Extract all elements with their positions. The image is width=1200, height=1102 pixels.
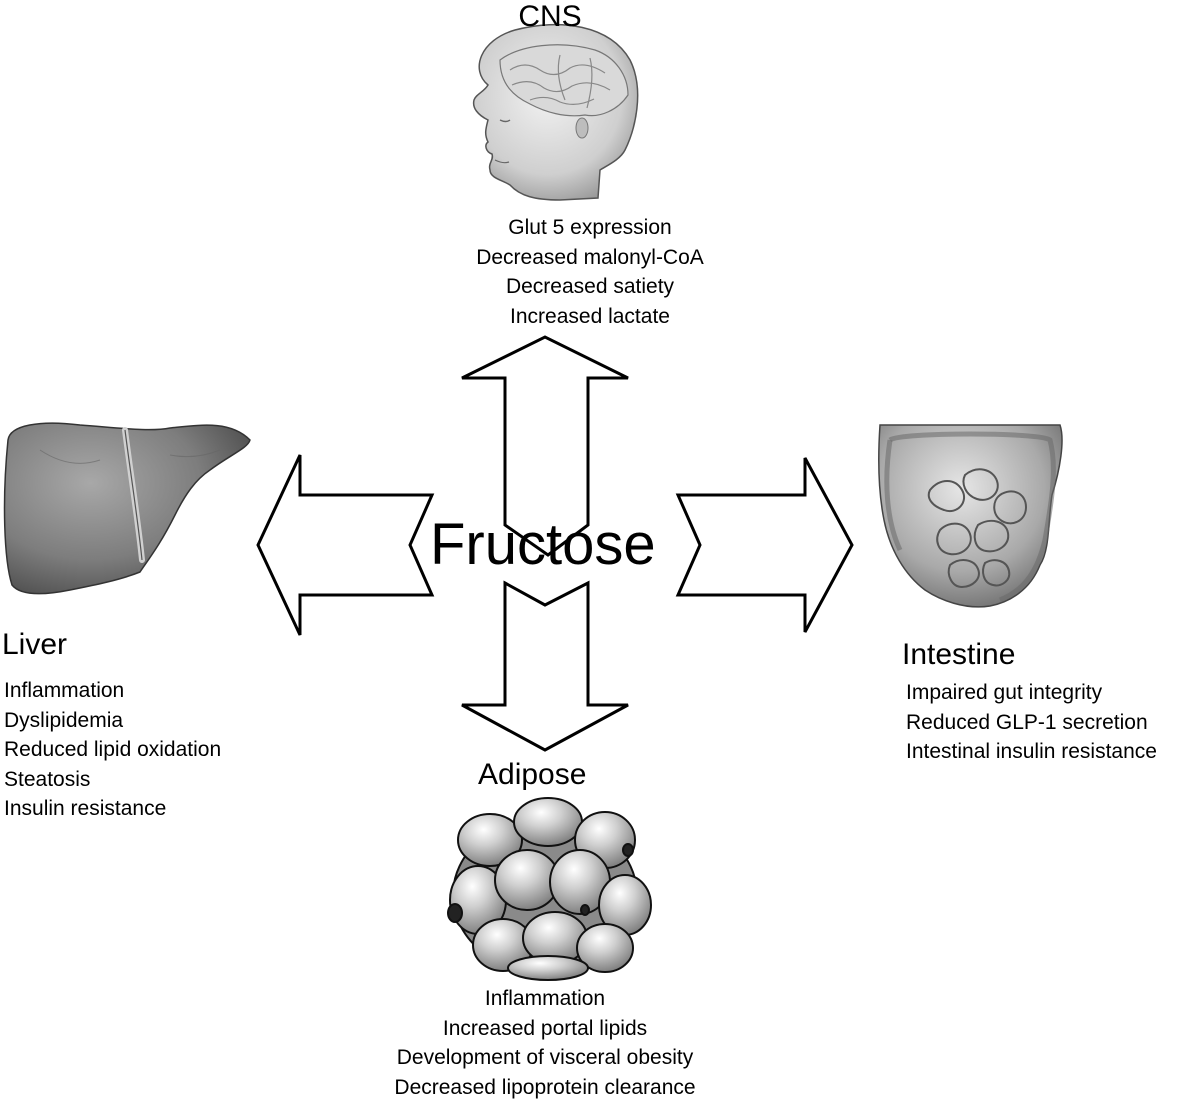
liver-effect-item: Insulin resistance <box>4 794 221 824</box>
arrow-down <box>462 583 628 750</box>
liver-title: Liver <box>2 630 67 660</box>
cns-effect-item: Decreased satiety <box>300 272 880 302</box>
cns-effect-item: Increased lactate <box>300 302 880 332</box>
arrow-right <box>678 458 852 632</box>
intestine-effect-item: Impaired gut integrity <box>906 678 1157 708</box>
adipose-title: Adipose <box>478 760 586 790</box>
cns-title: CNS <box>0 2 1100 32</box>
cns-effect-item: Decreased malonyl-CoA <box>300 243 880 273</box>
intestine-effect-item: Reduced GLP-1 secretion <box>906 708 1157 738</box>
intestine-icon <box>879 425 1062 607</box>
cns-effects-list: Glut 5 expression Decreased malonyl-CoA … <box>300 213 880 331</box>
liver-effect-item: Reduced lipid oxidation <box>4 735 221 765</box>
adipose-effect-item: Increased portal lipids <box>280 1014 810 1044</box>
liver-effect-item: Steatosis <box>4 765 221 795</box>
fat-cell-cluster-icon <box>448 798 651 980</box>
adipose-effect-item: Inflammation <box>280 984 810 1014</box>
center-label-fructose: Fructose <box>430 516 656 574</box>
adipose-effect-item: Development of visceral obesity <box>280 1043 810 1073</box>
adipose-effect-item: Decreased lipoprotein clearance <box>280 1073 810 1102</box>
intestine-effects-list: Impaired gut integrity Reduced GLP-1 sec… <box>906 678 1157 767</box>
intestine-effect-item: Intestinal insulin resistance <box>906 737 1157 767</box>
arrow-left <box>258 455 432 635</box>
adipose-effects-list: Inflammation Increased portal lipids Dev… <box>280 984 810 1102</box>
cns-effect-item: Glut 5 expression <box>300 213 880 243</box>
head-brain-icon <box>474 25 638 200</box>
liver-icon <box>5 423 250 594</box>
intestine-title: Intestine <box>902 640 1015 670</box>
liver-effect-item: Dyslipidemia <box>4 706 221 736</box>
liver-effects-list: Inflammation Dyslipidemia Reduced lipid … <box>4 676 221 824</box>
liver-effect-item: Inflammation <box>4 676 221 706</box>
